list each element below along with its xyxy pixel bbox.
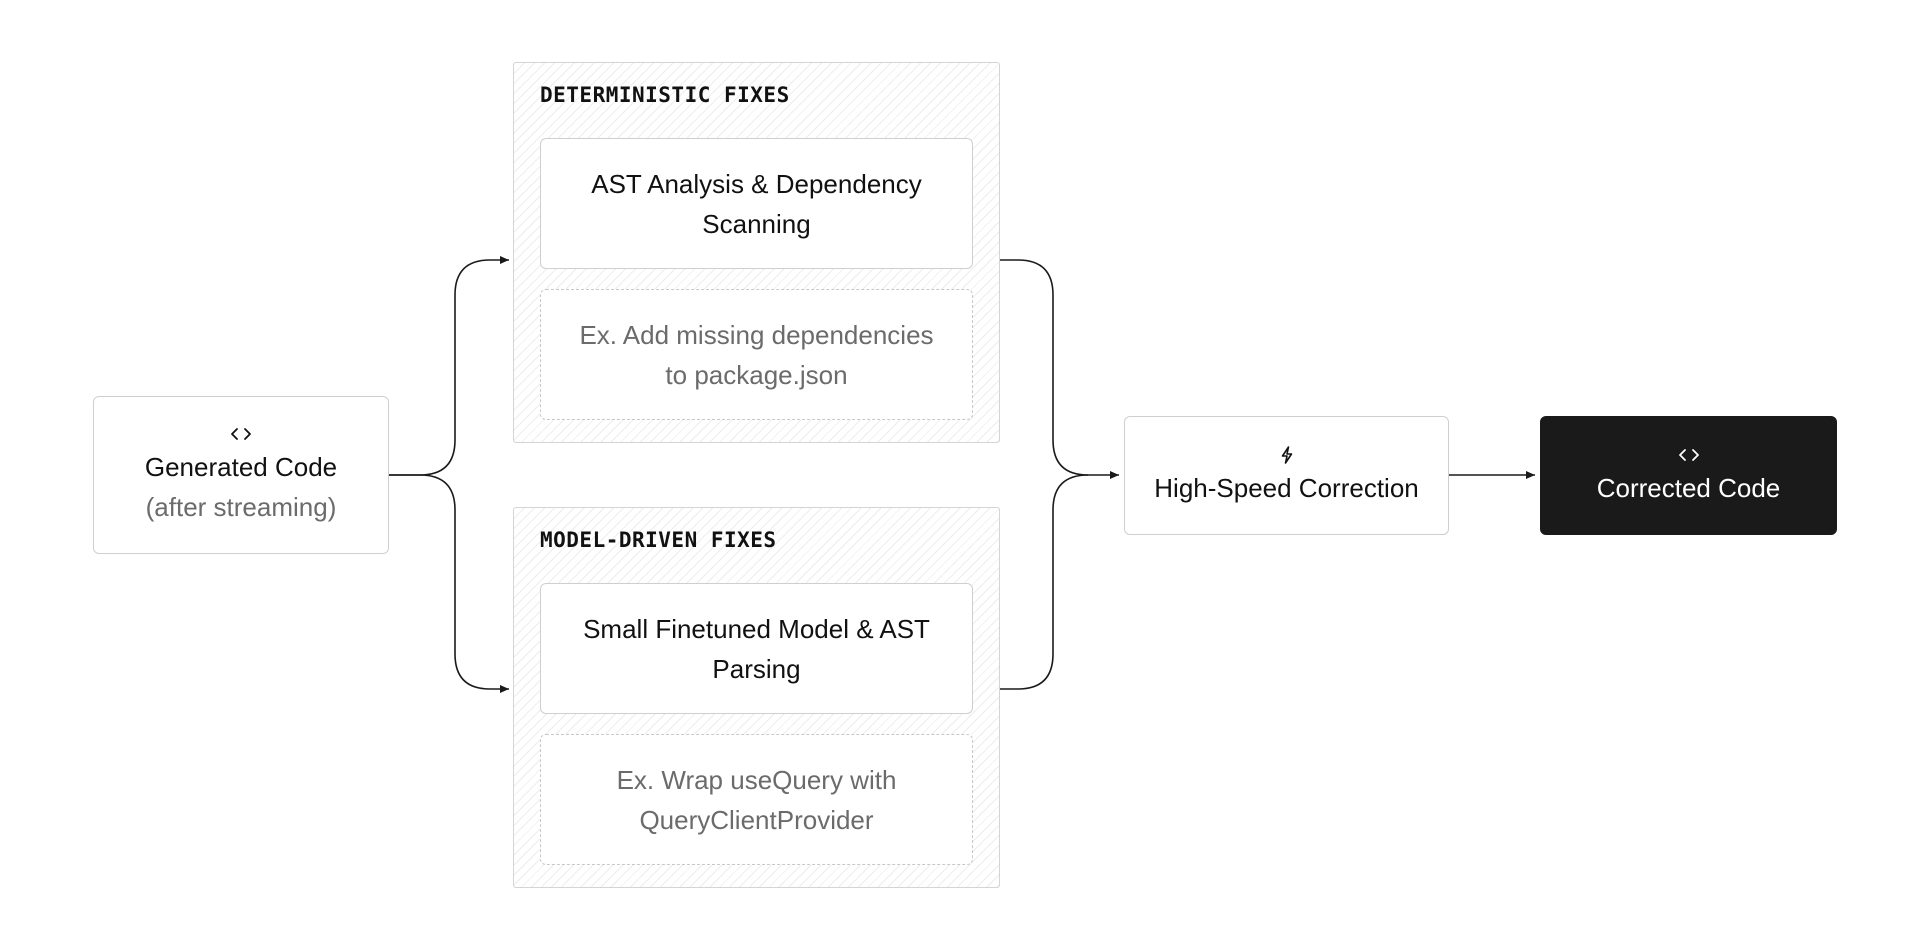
corrected-code-node: Corrected Code xyxy=(1540,416,1837,535)
connector-generated-to-deterministic xyxy=(389,256,509,476)
model-driven-method-card: Small Finetuned Model & AST Parsing xyxy=(540,583,973,714)
deterministic-example-card: Ex. Add missing dependencies to package.… xyxy=(540,289,973,420)
lightning-bolt-icon xyxy=(1281,445,1292,464)
connector-model-to-correction xyxy=(1000,474,1089,690)
code-brackets-icon xyxy=(1678,448,1699,461)
model-driven-example-card: Ex. Wrap useQuery with QueryClientProvid… xyxy=(540,734,973,865)
high-speed-correction-node: High-Speed Correction xyxy=(1124,416,1449,535)
model-driven-fixes-group: MODEL-DRIVEN FIXES Small Finetuned Model… xyxy=(513,507,1000,888)
corrected-code-title: Corrected Code xyxy=(1596,472,1781,503)
code-brackets-icon xyxy=(231,428,251,440)
connector-generated-to-model xyxy=(389,474,509,693)
generated-code-subtitle: (after streaming) xyxy=(145,492,337,522)
high-speed-correction-title: High-Speed Correction xyxy=(1154,472,1419,503)
model-driven-fixes-title: MODEL-DRIVEN FIXES xyxy=(540,528,777,552)
deterministic-fixes-title: DETERMINISTIC FIXES xyxy=(540,83,790,107)
deterministic-fixes-group: DETERMINISTIC FIXES AST Analysis & Depen… xyxy=(513,62,1000,443)
deterministic-method-card: AST Analysis & Dependency Scanning xyxy=(540,138,973,269)
connector-deterministic-to-correction xyxy=(1000,259,1119,479)
generated-code-node: Generated Code (after streaming) xyxy=(93,396,389,554)
generated-code-title: Generated Code xyxy=(144,452,338,482)
